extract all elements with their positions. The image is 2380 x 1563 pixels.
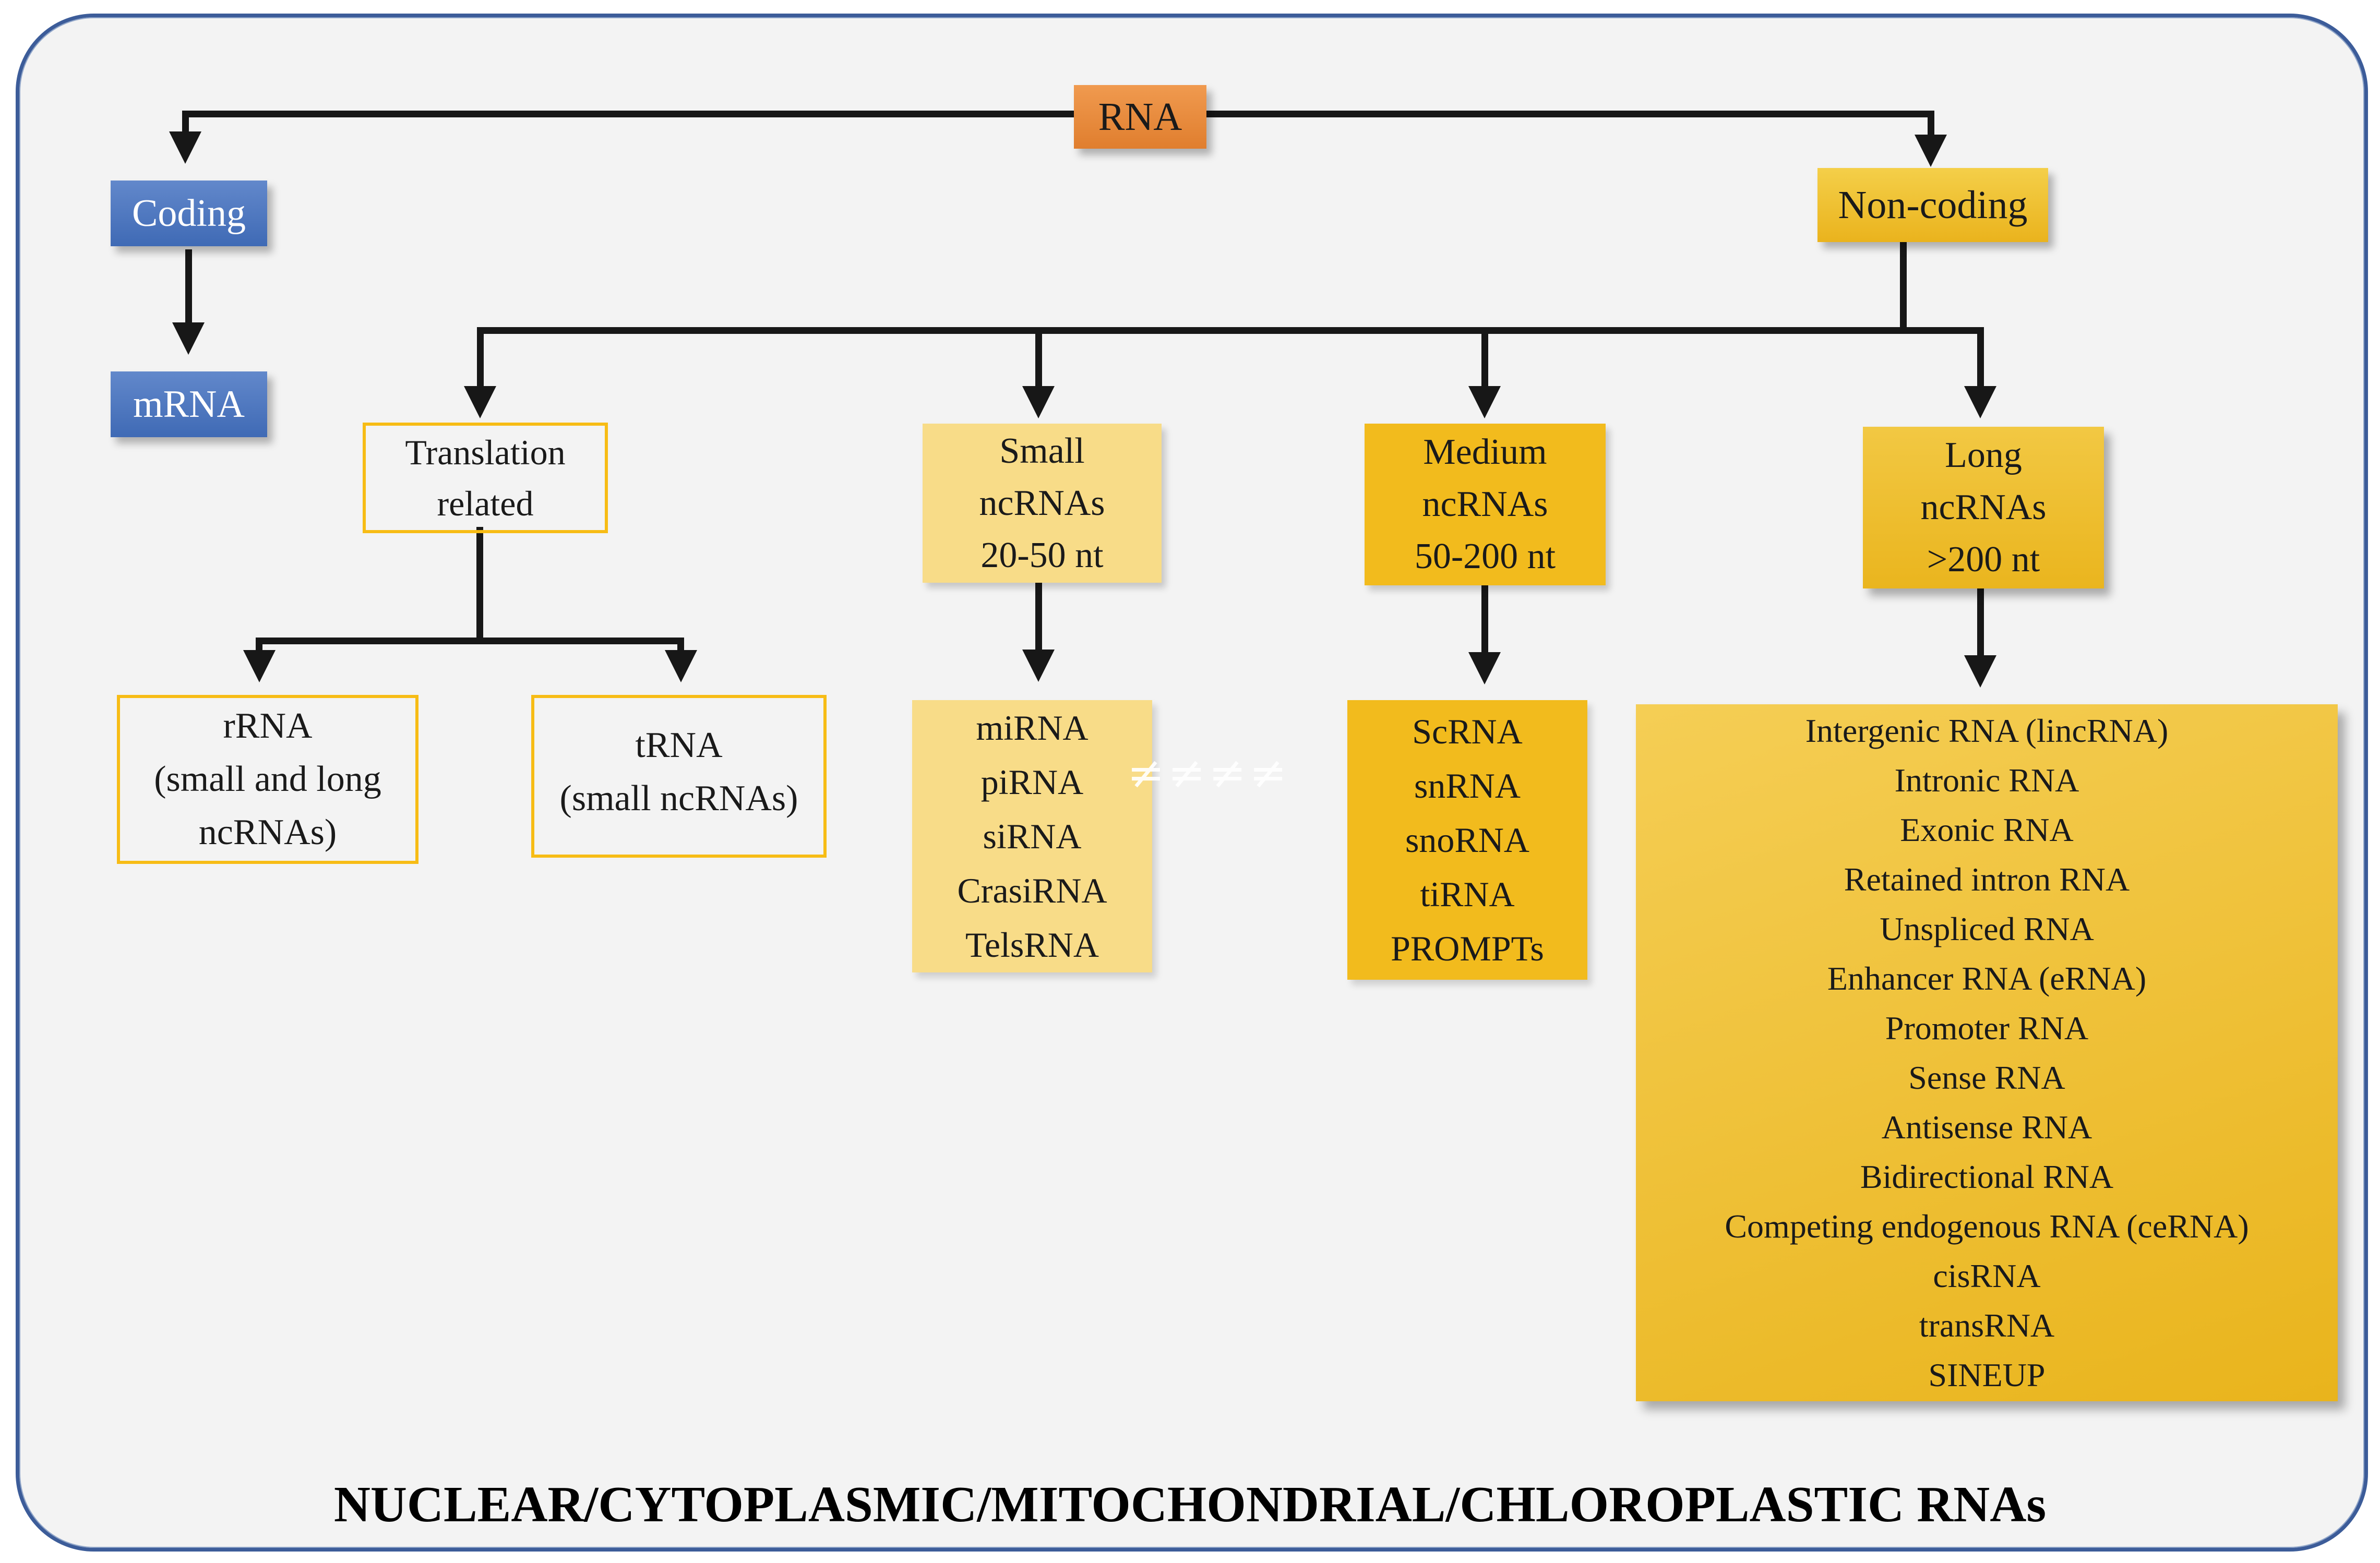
node-medium-line: 50-200 nt <box>1414 536 1556 576</box>
list-item: snRNA <box>1414 766 1521 805</box>
connector-small-drop <box>1035 327 1042 387</box>
list-medium-ncrnas: ScRNA snRNA snoRNA tiRNA PROMPTs <box>1347 700 1587 980</box>
node-small-line: ncRNAs <box>979 483 1105 523</box>
connector-noncoding-drop <box>1928 111 1934 136</box>
node-mrna: mRNA <box>111 371 267 437</box>
connector-top-horizontal <box>182 111 1934 117</box>
list-item: Sense RNA <box>1908 1059 2065 1096</box>
list-item: CrasiRNA <box>957 871 1107 910</box>
node-coding-label: Coding <box>132 191 246 235</box>
arrowhead-trna <box>665 650 697 682</box>
list-item: ScRNA <box>1412 712 1523 751</box>
list-item: SINEUP <box>1928 1356 2046 1393</box>
watermark-text: ≠≠≠≠ <box>1127 747 1290 799</box>
node-translation-related: Translation related <box>363 423 608 533</box>
connector-long-list-drop <box>1977 588 1984 656</box>
list-small-ncrnas: miRNA piRNA siRNA CrasiRNA TelsRNA <box>912 700 1152 972</box>
node-long-line: ncRNAs <box>1920 487 2047 527</box>
list-item: cisRNA <box>1933 1257 2041 1294</box>
node-mrna-label: mRNA <box>133 382 245 426</box>
node-long-line: >200 nt <box>1927 539 2040 580</box>
list-item: transRNA <box>1919 1307 2055 1344</box>
node-medium-line: ncRNAs <box>1422 484 1548 524</box>
arrowhead-translation <box>464 386 496 418</box>
arrowhead-long <box>1964 386 1996 418</box>
list-item: piRNA <box>980 762 1084 802</box>
node-rrna-line: rRNA <box>223 706 313 746</box>
node-rrna: rRNA (small and long ncRNAs) <box>117 695 418 864</box>
node-rrna-line: ncRNAs) <box>198 812 337 852</box>
node-small-line: Small <box>999 430 1085 471</box>
list-item: Enhancer RNA (eRNA) <box>1827 960 2147 997</box>
list-item: Promoter RNA <box>1885 1009 2089 1047</box>
connector-branch-horizontal <box>477 327 1984 334</box>
list-item: Exonic RNA <box>1900 811 2074 848</box>
node-small-ncrnas: Small ncRNAs 20-50 nt <box>923 424 1162 583</box>
node-coding: Coding <box>111 181 267 246</box>
connector-translation-horizontal <box>256 638 684 644</box>
node-long-line: Long <box>1945 435 2022 475</box>
list-item: Intronic RNA <box>1894 762 2079 799</box>
node-rna: RNA <box>1074 85 1206 149</box>
list-item: TelsRNA <box>965 925 1099 965</box>
connector-medium-drop <box>1481 327 1488 387</box>
node-trna: tRNA (small ncRNAs) <box>531 695 827 858</box>
diagram-caption: NUCLEAR/CYTOPLASMIC/MITOCHONDRIAL/CHLORO… <box>333 1476 2047 1532</box>
node-rna-label: RNA <box>1098 94 1182 139</box>
arrowhead-medium-list <box>1468 652 1501 684</box>
arrowhead-long-list <box>1964 655 1996 688</box>
connector-translation-drop <box>477 327 484 387</box>
node-medium-line: Medium <box>1423 432 1547 472</box>
list-item: snoRNA <box>1405 820 1530 860</box>
list-item: Antisense RNA <box>1881 1109 2092 1146</box>
connector-coding-mrna <box>185 249 192 323</box>
node-medium-ncrnas: Medium ncRNAs 50-200 nt <box>1365 424 1606 585</box>
node-translation-line: Translation <box>405 432 566 472</box>
arrowhead-noncoding <box>1915 135 1947 167</box>
list-item: miRNA <box>976 708 1089 748</box>
list-item: Unspliced RNA <box>1880 910 2094 947</box>
connector-small-list-drop <box>1035 583 1042 651</box>
connector-noncoding-vertical <box>1900 242 1907 331</box>
list-item: tiRNA <box>1420 874 1515 914</box>
arrowhead-small <box>1022 386 1055 418</box>
connector-trna-drop <box>677 638 684 652</box>
list-long-ncrnas: Intergenic RNA (lincRNA) Intronic RNA Ex… <box>1636 704 2338 1401</box>
connector-medium-list-drop <box>1481 585 1488 653</box>
node-noncoding-label: Non-coding <box>1838 183 2028 227</box>
list-item: Retained intron RNA <box>1844 861 2130 898</box>
list-item: siRNA <box>983 816 1082 856</box>
list-item: PROMPTs <box>1391 929 1544 968</box>
arrowhead-mrna <box>172 322 205 355</box>
list-item: Competing endogenous RNA (ceRNA) <box>1725 1208 2249 1245</box>
node-long-ncrnas: Long ncRNAs >200 nt <box>1863 427 2104 588</box>
node-small-line: 20-50 nt <box>980 535 1104 575</box>
list-item: Bidirectional RNA <box>1860 1158 2114 1195</box>
connector-coding-drop <box>182 111 189 133</box>
arrowhead-small-list <box>1022 650 1055 682</box>
connector-translation-vertical <box>476 527 483 644</box>
connector-rrna-drop <box>256 638 262 652</box>
node-rrna-line: (small and long <box>154 759 381 799</box>
node-translation-line: related <box>437 484 534 523</box>
arrowhead-medium <box>1468 386 1501 418</box>
node-noncoding: Non-coding <box>1817 168 2048 242</box>
list-item: Intergenic RNA (lincRNA) <box>1805 712 2169 749</box>
arrowhead-rrna <box>243 650 276 682</box>
node-trna-line: (small ncRNAs) <box>559 778 798 819</box>
arrowhead-coding <box>169 131 201 164</box>
node-trna-line: tRNA <box>635 725 723 765</box>
connector-long-drop <box>1977 327 1984 387</box>
